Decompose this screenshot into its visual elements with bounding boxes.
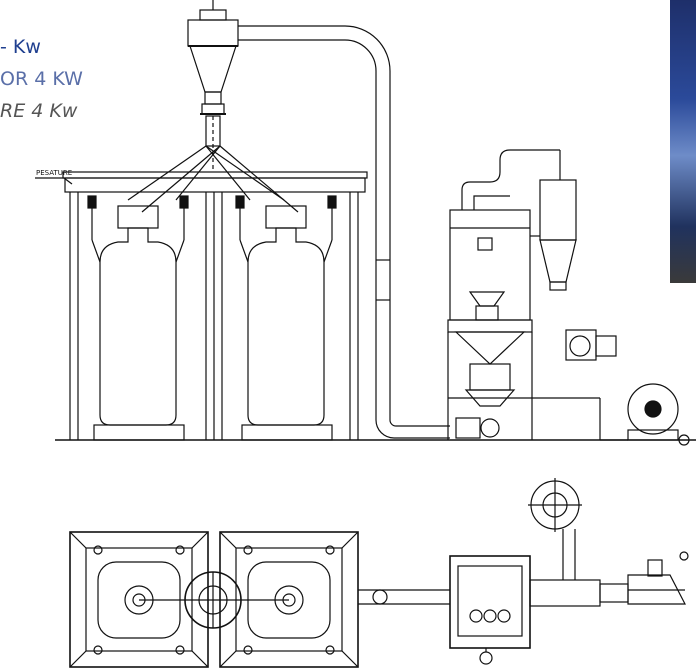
- plan-process-unit: [449, 555, 531, 665]
- caption-line-3: RE 4 Kw: [0, 100, 78, 122]
- blower: [600, 383, 690, 446]
- plan-view: [69, 478, 689, 668]
- bag-station-frame: [55, 171, 696, 441]
- machine-photo-thumbnail: [670, 0, 696, 283]
- top-cyclone: [187, 0, 239, 170]
- side-cyclone: [530, 150, 617, 361]
- plan-blower: [529, 551, 689, 607]
- plan-duct: [358, 589, 450, 605]
- weighing-label: PESATURE: [36, 169, 72, 177]
- plan-cyclone: [528, 478, 582, 580]
- weighing-callout: PESATURE: [35, 169, 73, 185]
- caption-line-1: - Kw: [0, 36, 41, 58]
- conveying-pipe: [238, 25, 450, 439]
- big-bag-right: [235, 195, 337, 441]
- plan-distributor: [139, 571, 289, 629]
- distributor-pipes: [127, 145, 299, 213]
- big-bag-left: [87, 195, 189, 441]
- caption-line-2: OR 4 KW: [0, 68, 83, 90]
- process-unit: [447, 149, 601, 440]
- elevation-view: PESATURE: [35, 0, 696, 446]
